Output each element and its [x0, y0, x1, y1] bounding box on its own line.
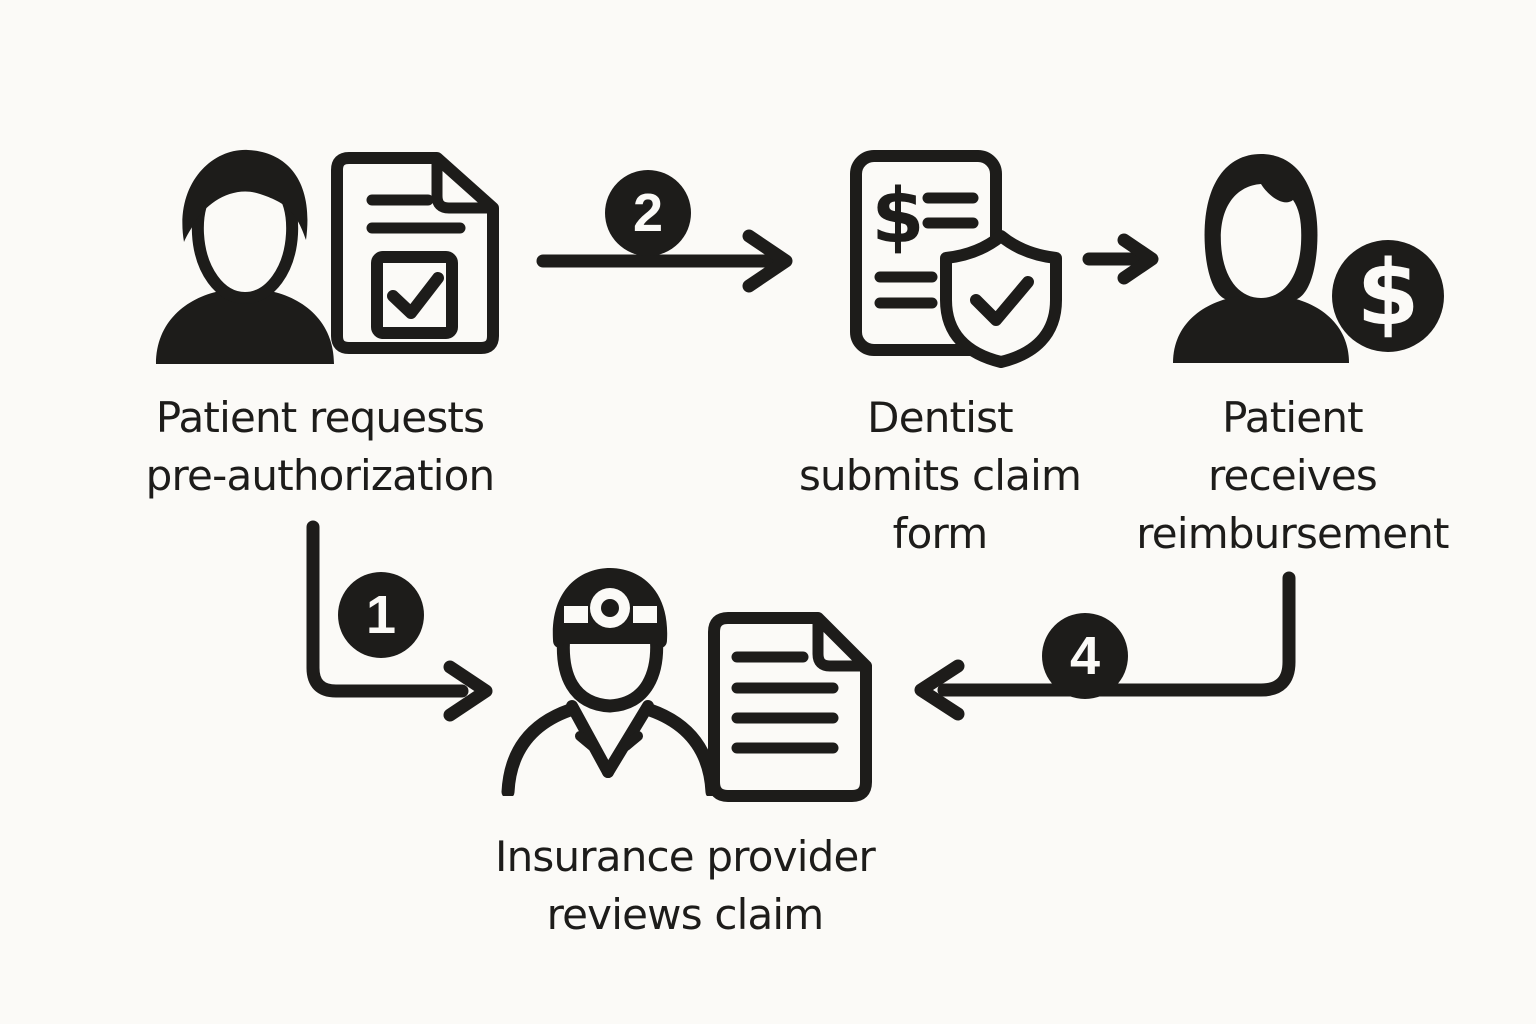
dollar-sign-icon: $: [872, 171, 925, 260]
checkmark-icon: [970, 276, 1034, 326]
arrow-elbow-step1-icon: [306, 520, 493, 722]
patient-person-icon: [1163, 148, 1358, 363]
step-label: Patient receives reimbursement: [1136, 393, 1449, 558]
arrow-elbow-step4-icon: [914, 571, 1296, 721]
doctor-icon: [500, 556, 765, 796]
shield-check-icon: [938, 230, 1066, 370]
folded-corner-icon: [812, 612, 872, 672]
checkbox-icon: [371, 251, 458, 339]
step-label: Dentist submits claim form: [798, 393, 1082, 558]
head-mirror-icon: [552, 568, 668, 648]
arrow-right-step2-icon: [536, 229, 793, 293]
folded-corner-icon: [431, 152, 499, 214]
step-label: Insurance provider reviews claim: [494, 832, 876, 939]
dollar-sign-icon: $: [1357, 241, 1420, 346]
claim-document-icon: [700, 610, 875, 805]
patient-person-icon: [148, 142, 343, 364]
dollar-coin-icon: $: [1328, 236, 1448, 356]
step-1-badge: 1: [338, 572, 424, 658]
preauthorization-form-icon: [325, 150, 500, 356]
claim-form-dollar-icon: $: [850, 150, 1002, 356]
checkmark-icon: [387, 272, 444, 319]
arrow-right-step3-icon: [1082, 233, 1159, 285]
step-4-badge: 4: [1042, 613, 1128, 699]
step-2-badge: 2: [605, 170, 691, 256]
step-label: Patient requests pre-authorization: [145, 393, 496, 500]
